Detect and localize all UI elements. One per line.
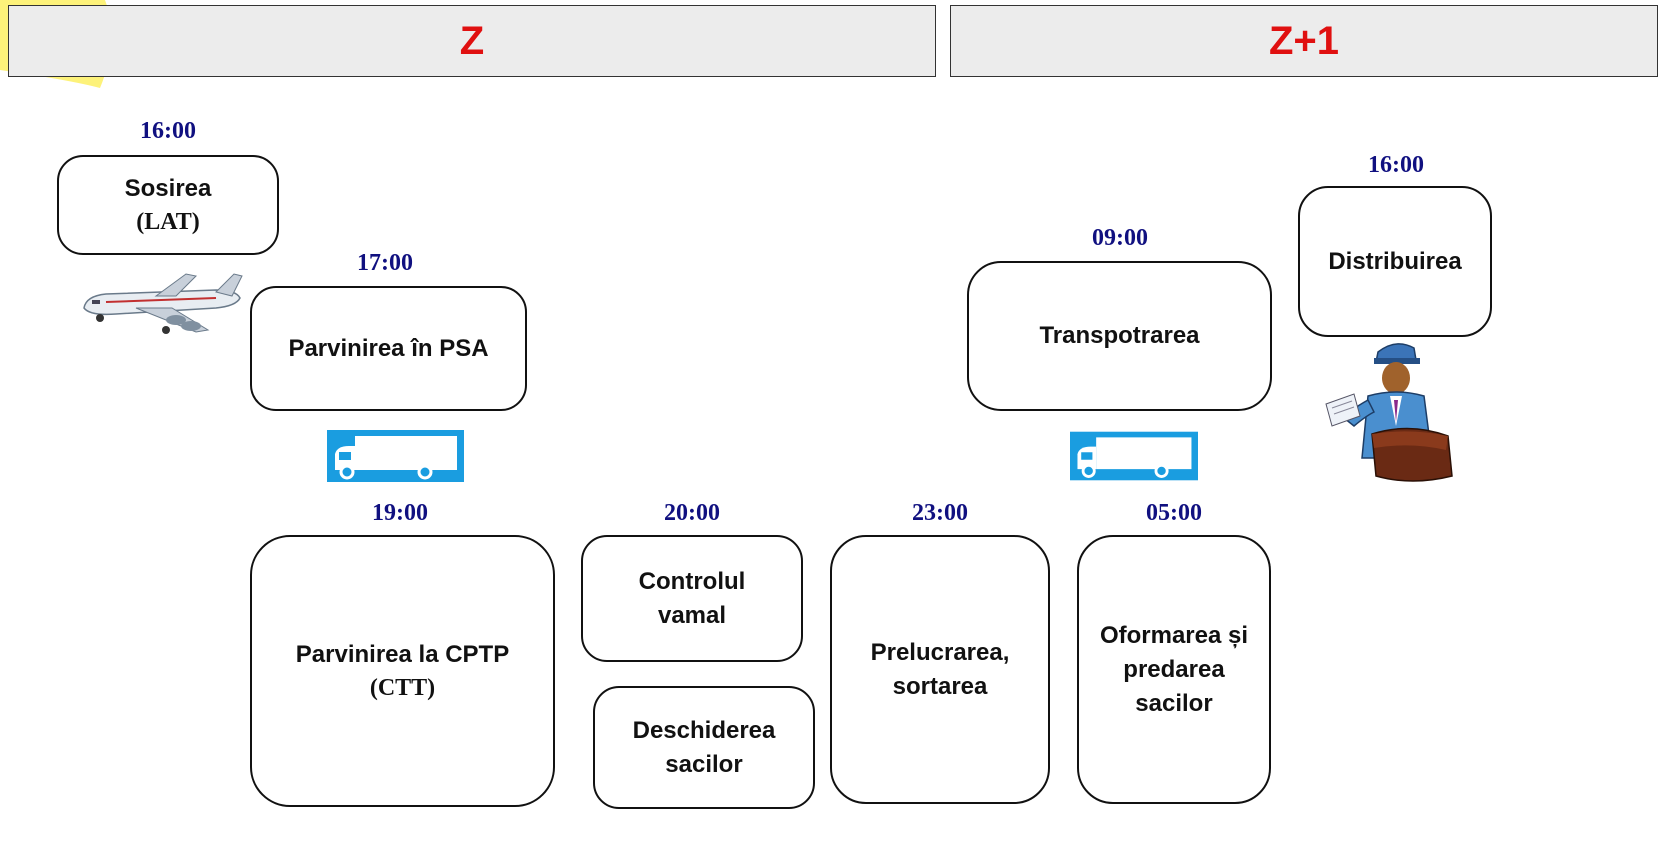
time-arrival: 16:00 (140, 118, 196, 144)
step-customs-title: Controlul vamal (638, 567, 746, 629)
step-arrival: Sosirea (LAT) (57, 155, 279, 255)
header-day-z-plus-1: Z+1 (950, 5, 1658, 77)
step-forming-title: Oformarea și predarea sacilor (1099, 621, 1249, 717)
step-processing-title: Prelucrarea, sortarea (870, 638, 1010, 700)
step-distribution-title: Distribuirea (1328, 247, 1462, 275)
time-transport: 09:00 (1092, 225, 1148, 251)
step-opening-title: Deschiderea sacilor (632, 716, 776, 778)
postman-icon (1325, 343, 1453, 482)
step-cptp: Parvinirea la CPTP (CTT) (250, 535, 555, 807)
step-processing: Prelucrarea, sortarea (830, 535, 1050, 804)
step-customs: Controlul vamal (581, 535, 803, 662)
step-transport-title: Transpotrarea (1039, 322, 1200, 349)
time-distribution: 16:00 (1368, 152, 1424, 178)
step-opening: Deschiderea sacilor (593, 686, 815, 809)
step-transport: Transpotrarea (967, 261, 1272, 411)
airplane-icon (83, 273, 243, 334)
header-day-z-label: Z (459, 18, 485, 63)
step-psa: Parvinirea în PSA (250, 286, 527, 411)
step-psa-title: Parvinirea în PSA (288, 334, 489, 362)
step-forming: Oformarea și predarea sacilor (1077, 535, 1271, 804)
time-psa: 17:00 (357, 250, 413, 276)
step-arrival-title: Sosirea (124, 175, 212, 202)
time-forming: 05:00 (1146, 500, 1202, 526)
time-customs: 20:00 (664, 500, 720, 526)
time-processing: 23:00 (912, 500, 968, 526)
header-day-z-plus-1-label: Z+1 (1268, 18, 1340, 63)
truck-icon (1070, 431, 1198, 481)
step-cptp-title: Parvinirea la CPTP (295, 641, 510, 668)
header-day-z: Z (8, 5, 936, 77)
step-cptp-sub: (CTT) (369, 675, 436, 701)
truck-icon (327, 430, 464, 482)
step-distribution: Distribuirea (1298, 186, 1492, 337)
time-cptp: 19:00 (372, 500, 428, 526)
step-arrival-sub: (LAT) (136, 209, 200, 235)
